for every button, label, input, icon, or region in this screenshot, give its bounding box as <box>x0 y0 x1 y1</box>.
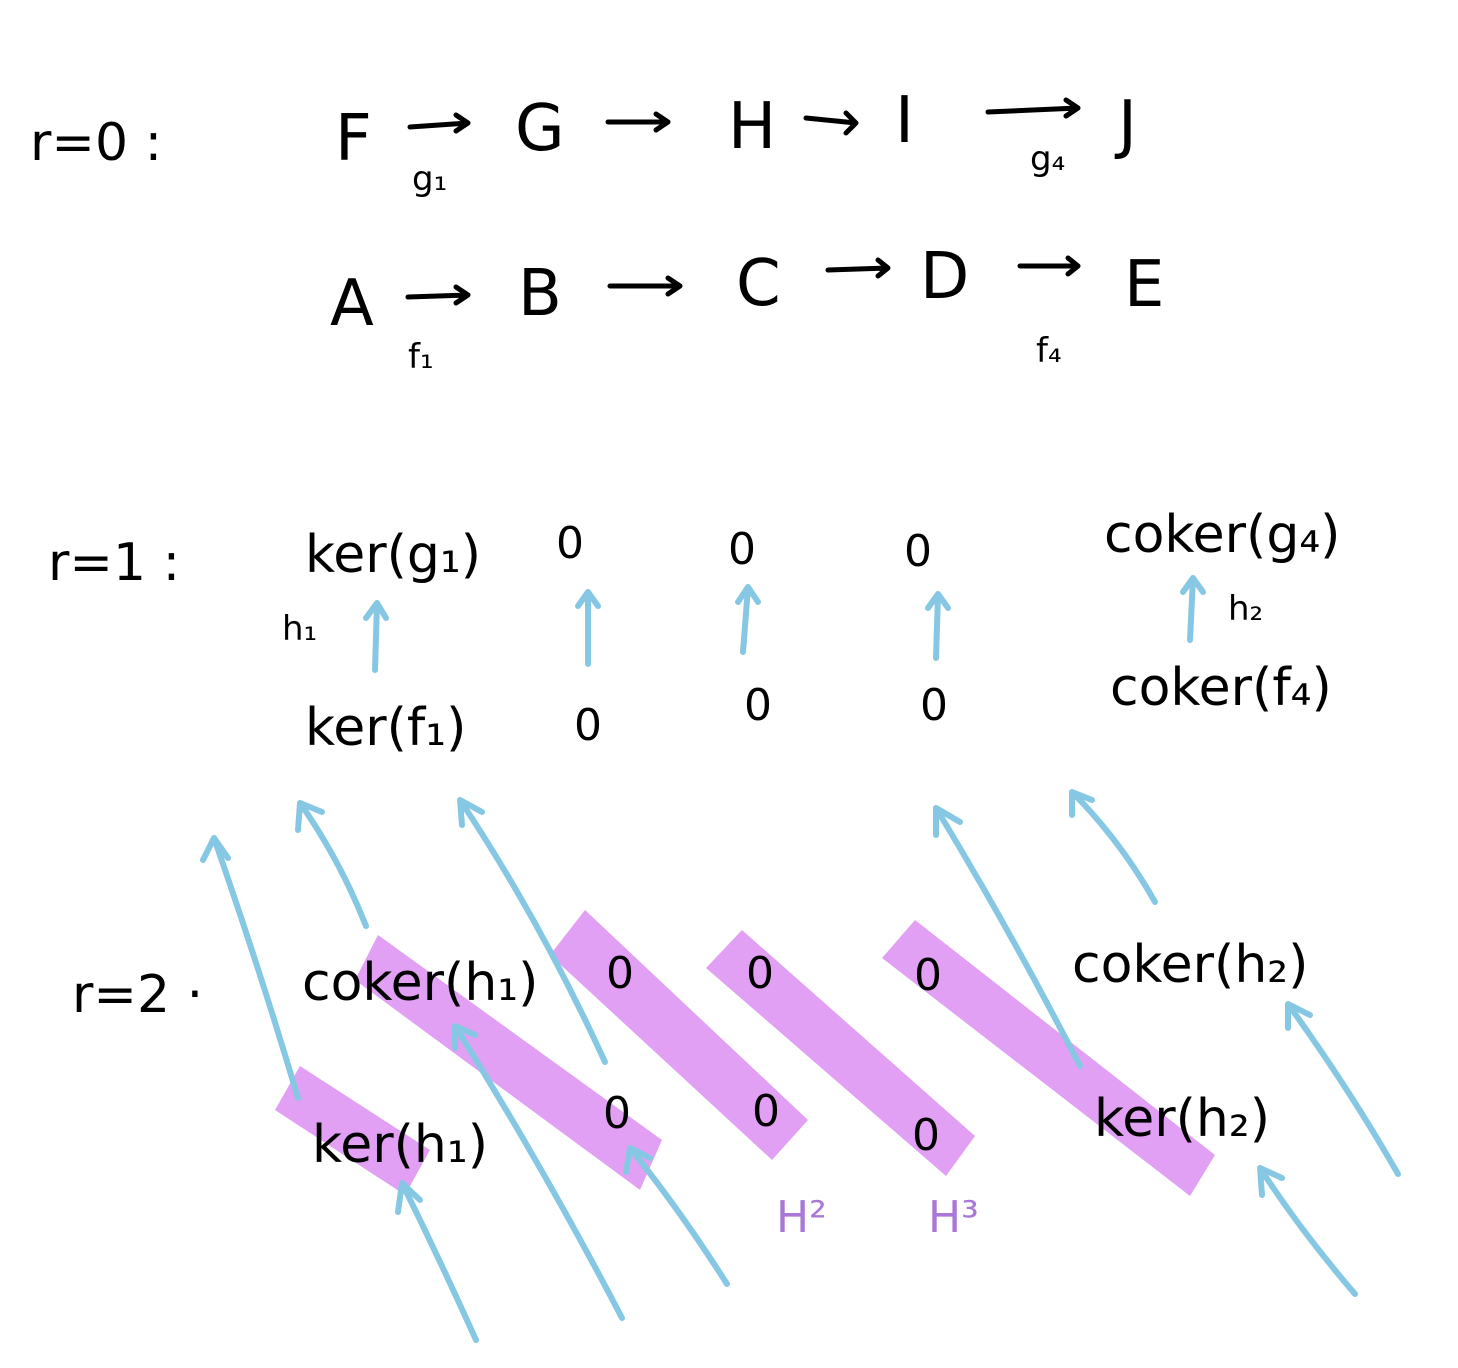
r0-map-g1: g₁ <box>412 159 447 199</box>
blue-arrow-d4 <box>933 805 1083 1069</box>
r0-map-f1: f₁ <box>408 337 434 377</box>
row-r2: r=2 · coker(h₁) 0 0 0 coker(h₂) ker(h₁) … <box>72 935 1308 1243</box>
r0-top-arrow-3 <box>985 97 1081 119</box>
r1-vertical-arrow-0 <box>363 600 389 673</box>
r2-top-node-4: coker(h₂) <box>1072 935 1308 995</box>
r0-top-arrow-1 <box>605 111 671 133</box>
r0-bottom-node-1: B <box>518 257 562 331</box>
blue-arrow-d3 <box>457 797 608 1065</box>
r0-top-node-0: F <box>335 102 372 176</box>
r2-top-node-0: coker(h₁) <box>302 953 538 1013</box>
blue-arrow-d1 <box>200 835 301 1101</box>
r1-bottom-node-4: coker(f₄) <box>1110 658 1332 718</box>
r1-vertical-arrow-1 <box>575 589 601 667</box>
r0-bottom-node-4: E <box>1124 248 1164 322</box>
band-diagonal-1 <box>355 935 662 1190</box>
r1-bottom-node-3: 0 <box>920 680 948 731</box>
r1-vertical-arrow-4 <box>1180 575 1206 643</box>
r2-bottom-node-4: ker(h₂) <box>1094 1089 1270 1149</box>
r2-bottom-node-1: 0 <box>603 1088 631 1139</box>
r1-bottom-node-0: ker(f₁) <box>305 698 466 758</box>
r2-top-node-2: 0 <box>746 948 774 999</box>
r1-top-node-1: 0 <box>556 518 584 569</box>
r0-top-node-2: H <box>728 90 776 164</box>
r0-bottom-node-0: A <box>330 267 374 341</box>
d2-arrows <box>200 789 1401 1343</box>
r1-bottom-node-1: 0 <box>574 700 602 751</box>
diagonal-label-h3: H³ <box>928 1192 979 1243</box>
row-r1: r=1 : ker(g₁) 0 0 0 coker(g₄) h₁ h₂ ker(… <box>48 505 1340 758</box>
r1-map-h2: h₂ <box>1228 589 1263 629</box>
band-diagonal-2 <box>550 910 808 1160</box>
r0-map-f4: f₄ <box>1036 331 1062 371</box>
r0-bottom-arrow-1 <box>607 275 683 297</box>
blue-arrow-d9 <box>623 1145 730 1287</box>
row-r0: r=0 : F G H I J g₁ g₄ A B C D E f₁ f₄ <box>30 84 1164 377</box>
r0-top-node-3: I <box>895 84 914 158</box>
r0-top-arrow-2 <box>803 110 859 136</box>
r0-bottom-arrow-0 <box>405 284 471 306</box>
r2-bottom-node-3: 0 <box>912 1110 940 1161</box>
r2-top-node-1: 0 <box>606 948 634 999</box>
blue-arrow-d2 <box>295 800 369 929</box>
r1-vertical-arrow-2 <box>735 584 761 655</box>
r1-bottom-node-2: 0 <box>744 680 772 731</box>
r0-top-node-4: J <box>1114 88 1137 162</box>
r0-bottom-node-3: D <box>920 240 969 314</box>
highlight-bands <box>275 910 1215 1196</box>
r0-bottom-arrow-3 <box>1017 255 1081 277</box>
r0-bottom-arrow-2 <box>825 257 891 279</box>
r0-map-g4: g₄ <box>1030 139 1065 179</box>
row-r0-label: r=0 : <box>30 113 162 173</box>
r1-top-node-4: coker(g₄) <box>1104 505 1340 565</box>
r1-top-node-0: ker(g₁) <box>305 525 481 585</box>
band-ker-h1 <box>275 1066 430 1195</box>
diagonal-label-h2: H² <box>776 1192 827 1243</box>
row-r1-label: r=1 : <box>48 533 180 593</box>
r2-bottom-node-0: ker(h₁) <box>312 1115 488 1175</box>
r2-top-node-3: 0 <box>914 950 942 1001</box>
blue-arrow-d6 <box>1285 1001 1401 1177</box>
blue-arrow-d5 <box>1069 789 1158 905</box>
blue-arrow-d7 <box>395 1180 479 1343</box>
r1-top-node-3: 0 <box>904 526 932 577</box>
r1-map-h1: h₁ <box>282 609 317 649</box>
band-diagonal-4 <box>882 920 1215 1196</box>
r2-bottom-node-2: 0 <box>752 1086 780 1137</box>
r1-top-node-2: 0 <box>728 524 756 575</box>
row-r2-label: r=2 · <box>72 965 203 1025</box>
blue-arrow-d10 <box>1257 1165 1358 1297</box>
band-diagonal-3 <box>706 930 975 1176</box>
r0-top-node-1: G <box>515 92 565 166</box>
r0-top-arrow-0 <box>407 112 471 134</box>
r1-vertical-arrow-3 <box>925 591 951 661</box>
blue-arrow-d8 <box>452 1023 625 1321</box>
r0-bottom-node-2: C <box>736 247 781 321</box>
